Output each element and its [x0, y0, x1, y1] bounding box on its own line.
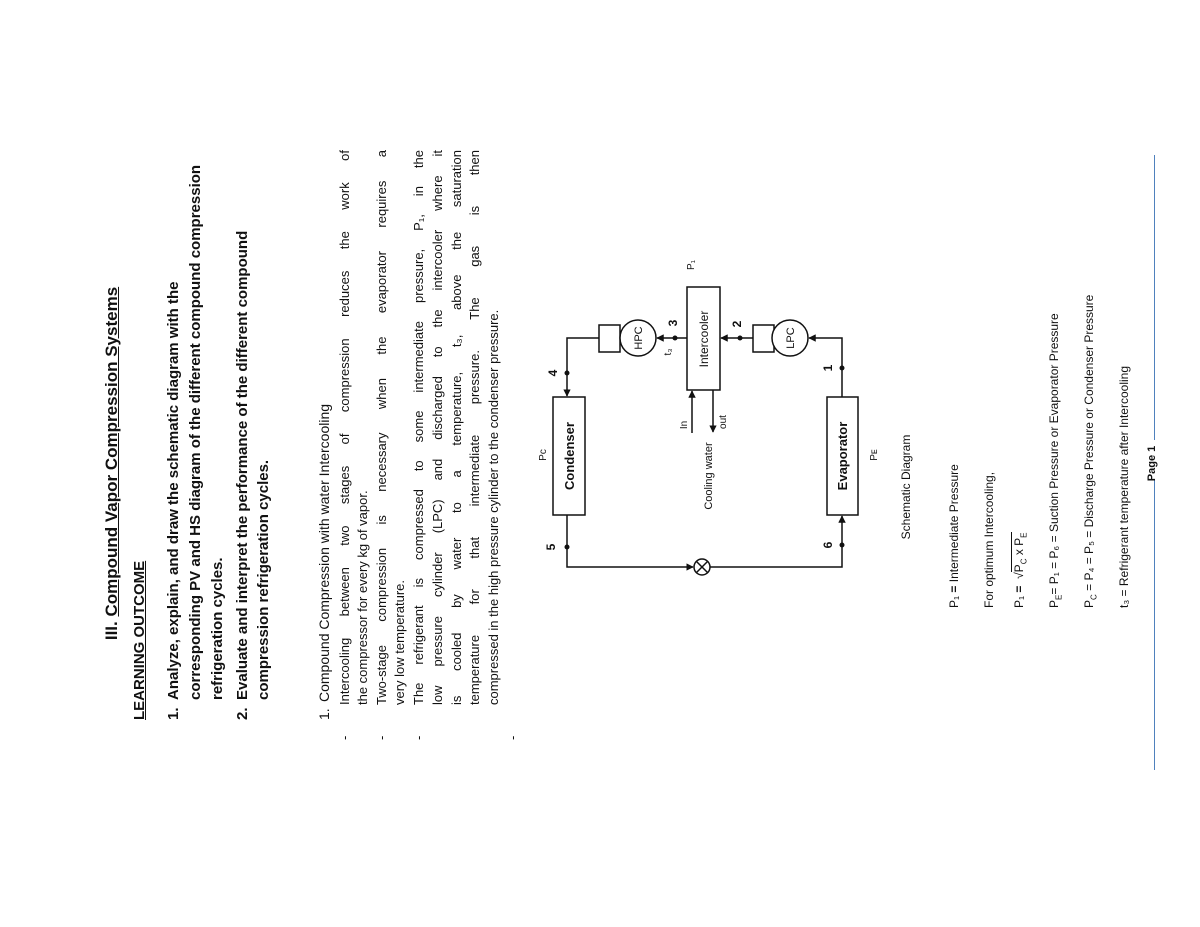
legend-line-suction: PE= P₁ = P₆ = Suction Pressure or Evapor…	[1047, 313, 1063, 608]
lpc-body	[752, 324, 775, 353]
state-point-4	[564, 370, 570, 376]
legend-line-p1: P₁ = Intermediate Pressure	[947, 464, 961, 608]
pipe-hpc-to-condenser	[563, 337, 599, 397]
condenser-label: Condenser	[562, 422, 577, 490]
pe-label: Pᴇ	[869, 449, 880, 461]
pc-symbol: P	[1082, 599, 1096, 608]
p1-symbol: P₁	[947, 595, 961, 608]
legend-line-discharge: PC = P₄ = P₅ = Discharge Pressure or Con…	[1082, 295, 1098, 608]
pipe-valve-to-evaporator	[710, 515, 846, 568]
radicand: PC x PE	[1011, 532, 1029, 573]
legend-text: = P₁ = P₆ = Suction Pressure or Evaporat…	[1047, 313, 1061, 595]
t3-label: t₃	[663, 349, 674, 356]
legend-text: = P₄ = P₅ = Discharge Pressure or Conden…	[1082, 294, 1096, 591]
point-label-3: 3	[666, 319, 680, 326]
expansion-valve-icon	[693, 558, 711, 576]
state-point-3	[672, 335, 678, 341]
point-label-4: 4	[546, 369, 560, 376]
pc-subscript: C	[1089, 594, 1099, 600]
pc-subscript: C	[1019, 558, 1029, 565]
evaporator-label: Evaporator	[835, 422, 850, 491]
equals-sign: =	[947, 585, 961, 593]
state-point-1	[839, 365, 845, 371]
state-point-6	[839, 542, 845, 548]
sqrt-icon: √	[1012, 572, 1026, 579]
page-number: Page 1	[1146, 445, 1158, 482]
pe-symbol: P	[1047, 599, 1061, 608]
lpc-circle	[771, 319, 809, 357]
pipe-evaporator-to-lpc	[808, 334, 843, 397]
out-label: out	[718, 415, 729, 429]
point-label-1: 1	[821, 364, 835, 371]
equals-sign: =	[1012, 585, 1026, 593]
pc-label: Pc	[538, 449, 549, 461]
pe-subscript: E	[1019, 532, 1029, 538]
hpc-label: HPC	[633, 326, 645, 349]
cooling-water-label: Cooling water	[703, 442, 715, 510]
point-label-6: 6	[821, 541, 835, 548]
condenser-box	[552, 396, 586, 516]
pc-symbol: P	[1012, 564, 1026, 573]
times-sign: x	[1012, 545, 1026, 559]
intercooler-label: Intercooler	[697, 311, 711, 368]
p1-symbol: P₁	[1012, 595, 1026, 608]
hpc-circle	[619, 319, 657, 357]
pe-subscript: E	[1054, 594, 1064, 600]
point-label-5: 5	[544, 543, 558, 550]
legend-line-t3: t₃ = Refrigerant temperature after Inter…	[1117, 365, 1131, 608]
point-label-2: 2	[730, 320, 744, 327]
state-point-5	[564, 544, 570, 550]
legend-line-optimum: For optimum Intercooling,	[982, 471, 996, 608]
diagram-caption: Schematic Diagram	[899, 435, 913, 540]
pipe-condenser-to-valve	[566, 515, 694, 571]
legend-text: Intermediate Pressure	[947, 464, 961, 583]
pe-symbol: P	[1012, 537, 1026, 546]
lpc-label: LPC	[785, 327, 797, 348]
p1-label: P₁	[686, 259, 697, 270]
hpc-body	[598, 324, 621, 353]
in-label: In	[679, 421, 690, 429]
state-point-2	[737, 335, 743, 341]
legend-line-formula: P₁ = √PC x PE	[1011, 532, 1029, 608]
